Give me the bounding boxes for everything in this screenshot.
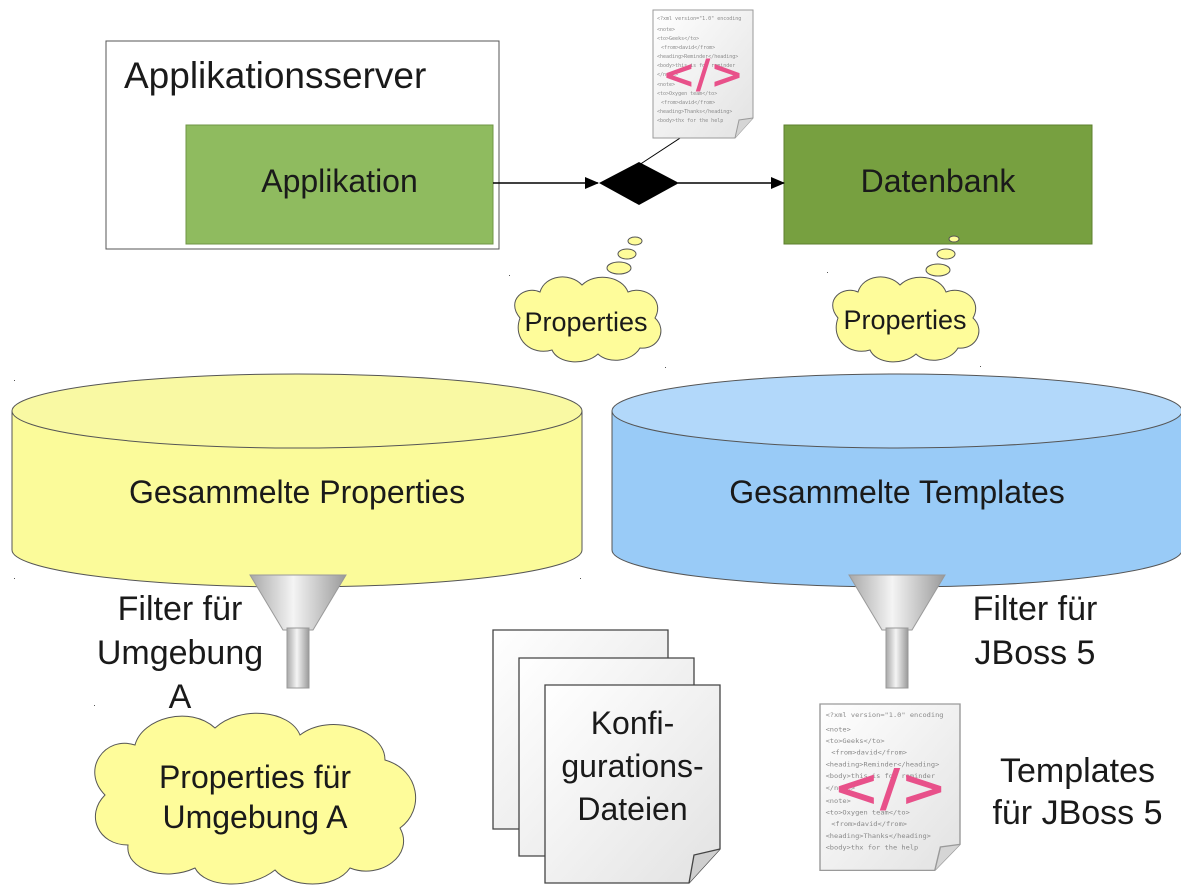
templates-out-label: Templates für JBoss 5 <box>975 750 1180 834</box>
database-box[interactable] <box>783 124 1093 245</box>
properties-cloud-right-label: Properties <box>843 305 967 335</box>
properties-cloud-left <box>514 276 662 363</box>
result-cloud-label: Properties für Umgebung A <box>110 757 400 837</box>
cylinder-templates[interactable] <box>611 373 1181 588</box>
database-label: Datenbank <box>860 163 1016 199</box>
stray-dots <box>14 272 981 706</box>
filter-right-line1: Filter für <box>972 590 1098 628</box>
thought-bubbles-left <box>606 236 643 275</box>
filter-left-label: Filter für Umgebung A <box>60 587 300 719</box>
filter-right-line2: JBoss 5 <box>974 634 1096 672</box>
templates-out-line1: Templates <box>1000 752 1155 790</box>
cylinder-templates-label: Gesammelte Templates <box>729 474 1065 510</box>
thought-bubbles-right <box>925 235 960 277</box>
xml-document-icon <box>652 9 754 139</box>
filter-left-line2: Umgebung <box>96 634 264 672</box>
config-files-line1: Konfi- <box>590 705 675 741</box>
result-properties-cloud[interactable] <box>94 712 416 885</box>
properties-cloud-right <box>832 276 980 363</box>
filter-right-label: Filter für JBoss 5 <box>930 587 1140 675</box>
config-files-line3: Dateien <box>577 791 688 827</box>
config-files-line2: gurations- <box>561 748 704 784</box>
application-box[interactable] <box>185 124 494 245</box>
funnel-right-icon <box>848 574 946 689</box>
result-cloud-line1: Properties für <box>158 759 352 795</box>
filter-left-line3: A <box>168 678 192 716</box>
gateway-diamond <box>599 162 679 205</box>
result-cloud-line2: Umgebung A <box>162 799 348 835</box>
funnel-left-icon <box>249 574 347 689</box>
filter-left-line1: Filter für <box>117 590 243 628</box>
cylinder-properties[interactable] <box>11 373 583 588</box>
properties-cloud-left-label: Properties <box>524 307 648 337</box>
application-label: Applikation <box>261 163 418 199</box>
config-files-label: Konfi- gurations- Dateien <box>545 702 720 831</box>
server-label: Applikationsserver <box>124 55 427 96</box>
cylinder-properties-label: Gesammelte Properties <box>128 474 466 510</box>
config-files-icon[interactable] <box>492 629 721 884</box>
templates-out-line2: für JBoss 5 <box>992 794 1163 832</box>
templates-xml-document-icon <box>819 703 961 872</box>
